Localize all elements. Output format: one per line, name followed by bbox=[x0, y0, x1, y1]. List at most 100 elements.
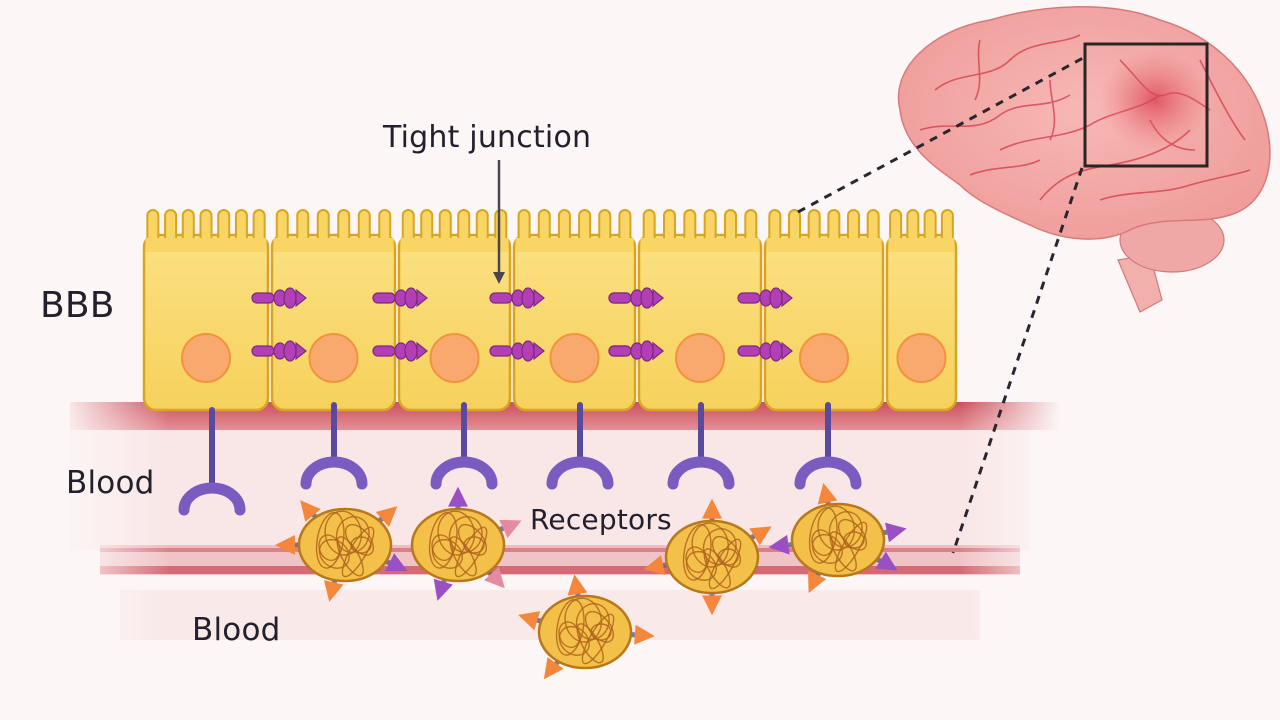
junction-stalk bbox=[608, 292, 632, 304]
brain-illustration bbox=[897, 6, 1271, 313]
cell-apex bbox=[888, 238, 955, 252]
junction-tip bbox=[416, 341, 428, 361]
nanoparticle bbox=[275, 500, 408, 602]
cell-apex bbox=[515, 238, 634, 252]
cell-apex bbox=[640, 238, 760, 252]
tight-junction-protein bbox=[251, 287, 307, 309]
receptor bbox=[430, 402, 498, 490]
junction-tip bbox=[652, 288, 664, 308]
polymer-strand bbox=[682, 523, 712, 581]
endothelial-cell bbox=[270, 209, 397, 412]
receptor bbox=[546, 402, 614, 490]
ligand-icon bbox=[275, 535, 295, 555]
polymer-strand bbox=[703, 548, 731, 589]
nucleus bbox=[675, 333, 725, 383]
receptor bbox=[794, 402, 862, 490]
tight-junction-protein bbox=[251, 340, 307, 362]
ligand-icon bbox=[702, 595, 722, 616]
cell-body bbox=[512, 233, 637, 412]
junction-tip bbox=[781, 288, 793, 308]
cell-apex bbox=[400, 238, 509, 252]
tight-junction-label: Tight junction bbox=[383, 120, 592, 155]
polymer-strand bbox=[834, 521, 868, 573]
ligand-icon bbox=[807, 570, 827, 594]
cell-body bbox=[885, 233, 958, 412]
endothelial-cell bbox=[885, 209, 958, 412]
junction-stalk bbox=[489, 345, 513, 357]
highlight-region bbox=[1100, 50, 1210, 150]
junction-bead bbox=[404, 340, 418, 362]
polymer-strand bbox=[454, 526, 488, 578]
ligand-icon bbox=[543, 657, 564, 680]
endothelial-cell bbox=[397, 209, 512, 412]
nanoparticle bbox=[768, 482, 907, 594]
endothelial-cell bbox=[637, 209, 763, 412]
cell-apex bbox=[145, 238, 267, 252]
blood-label-upper: Blood bbox=[66, 465, 155, 501]
polymer-strand bbox=[335, 516, 370, 553]
polymer-strand bbox=[581, 613, 615, 665]
nucleus bbox=[181, 333, 231, 383]
junction-stalk bbox=[251, 292, 275, 304]
receptor-cup bbox=[300, 456, 368, 490]
ligand-icon bbox=[484, 566, 505, 589]
ligand-icon bbox=[875, 551, 898, 571]
junction-bead bbox=[404, 287, 418, 309]
receptor bbox=[300, 402, 368, 490]
tight-junction-protein bbox=[372, 340, 428, 362]
polymer-strand bbox=[808, 506, 838, 564]
ligand-icon bbox=[518, 611, 541, 631]
ligand-icon bbox=[817, 482, 838, 505]
junction-tip bbox=[416, 288, 428, 308]
cell-body bbox=[763, 233, 885, 412]
receptors-label: Receptors bbox=[530, 503, 672, 536]
vessel-wall-lower-edge bbox=[100, 566, 1020, 574]
polymer-strand bbox=[344, 523, 375, 556]
nanoparticle bbox=[410, 486, 522, 601]
nucleus bbox=[549, 333, 600, 383]
polymer-strand bbox=[711, 535, 742, 568]
nanoparticle-layer bbox=[275, 482, 907, 680]
nucleus bbox=[308, 333, 359, 383]
polymer-strand bbox=[448, 516, 483, 553]
junction-stalk bbox=[608, 345, 632, 357]
polymer-strand bbox=[457, 523, 488, 556]
junction-tip bbox=[533, 341, 545, 361]
junction-stalk bbox=[372, 292, 396, 304]
junction-stalk bbox=[251, 345, 275, 357]
endothelial-cell bbox=[142, 209, 270, 412]
junction-tip bbox=[781, 341, 793, 361]
receptor-cup bbox=[667, 456, 735, 490]
polymer-strand bbox=[702, 528, 737, 565]
tight-junction-proteins bbox=[251, 287, 793, 362]
arrow-head-icon bbox=[493, 272, 505, 284]
polymer-strand bbox=[555, 598, 585, 656]
junction-bead bbox=[283, 340, 297, 362]
polymer-strand bbox=[428, 511, 458, 569]
polymer-strand bbox=[341, 526, 375, 578]
junction-tip bbox=[533, 288, 545, 308]
receptor-cup bbox=[546, 456, 614, 490]
polymer-strand bbox=[449, 536, 477, 577]
junction-bead bbox=[769, 340, 783, 362]
zoom-box bbox=[1083, 42, 1209, 168]
cell-apex bbox=[766, 238, 882, 252]
fade-right bbox=[960, 395, 1060, 645]
junction-tip bbox=[295, 341, 307, 361]
polymer-strand bbox=[584, 610, 615, 643]
ligand-icon bbox=[385, 553, 408, 572]
receptor bbox=[178, 407, 246, 516]
polymer-strand bbox=[708, 538, 742, 590]
junction-stalk bbox=[737, 292, 761, 304]
junction-stalk bbox=[489, 292, 513, 304]
tight-junction-protein bbox=[608, 287, 664, 309]
ligand-icon bbox=[375, 506, 398, 527]
tight-junction-arrow bbox=[493, 160, 505, 284]
tight-junction-protein bbox=[737, 287, 793, 309]
junction-bead bbox=[640, 287, 654, 309]
receptor-cup bbox=[178, 482, 246, 516]
ligand-icon bbox=[885, 522, 907, 543]
ligand-icon bbox=[702, 498, 722, 519]
ligand-icon bbox=[567, 574, 588, 596]
